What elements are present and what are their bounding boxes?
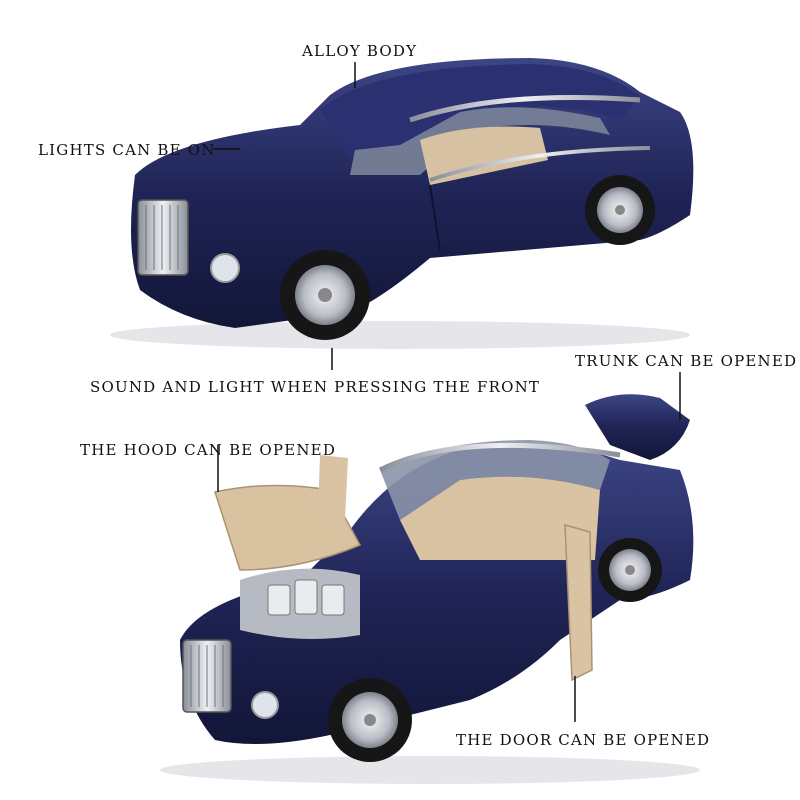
label-hood: THE HOOD CAN BE OPENED bbox=[80, 441, 337, 459]
callout-lines bbox=[213, 62, 681, 722]
label-alloy-body: ALLOY BODY bbox=[302, 42, 418, 60]
bottom-car bbox=[160, 394, 700, 784]
top-car bbox=[110, 58, 694, 349]
label-lights: LIGHTS CAN BE ON bbox=[38, 141, 216, 159]
label-trunk: TRUNK CAN BE OPENED bbox=[575, 352, 798, 370]
label-sound-light: SOUND AND LIGHT WHEN PRESSING THE FRONT bbox=[90, 378, 541, 396]
label-door: THE DOOR CAN BE OPENED bbox=[456, 731, 711, 749]
